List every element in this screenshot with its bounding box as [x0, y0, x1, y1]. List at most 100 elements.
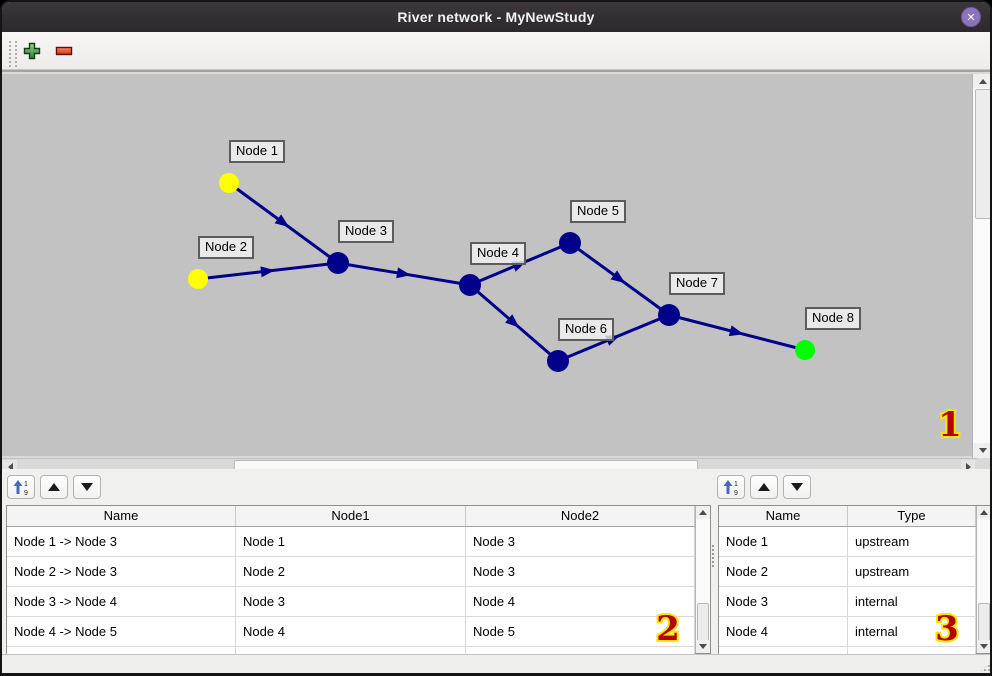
node-label[interactable]: Node 7 [669, 272, 725, 295]
scroll-up-button[interactable] [973, 74, 990, 88]
column-header[interactable]: Name [7, 506, 236, 526]
plus-icon [23, 42, 41, 60]
edge-arrowhead-icon [728, 325, 744, 337]
network-node[interactable] [459, 274, 481, 296]
node-label[interactable]: Node 5 [570, 200, 626, 223]
scroll-down-button[interactable] [973, 443, 990, 458]
table-cell[interactable]: Node 3 [236, 587, 466, 616]
down-arrow-icon [791, 483, 803, 491]
sort-ascending-icon: 1 9 [13, 479, 28, 496]
triangle-down-icon [699, 644, 707, 649]
scroll-down-button[interactable] [977, 640, 990, 653]
scroll-up-button[interactable] [977, 506, 990, 519]
column-header[interactable]: Node1 [236, 506, 466, 526]
table-row [7, 647, 695, 654]
links-sort-button[interactable]: 1 9 [7, 475, 35, 499]
resize-grip[interactable] [979, 660, 990, 673]
table-cell[interactable]: internal [848, 587, 976, 616]
sort-ascending-icon: 1 9 [723, 479, 738, 496]
nodes-move-up-button[interactable] [750, 475, 778, 499]
table-cell[interactable]: Node 4 -> Node 5 [7, 617, 236, 646]
table-cell[interactable]: Node 5 [466, 617, 695, 646]
table-cell[interactable]: Node 1 [236, 527, 466, 556]
links-table-scrollbar[interactable] [695, 506, 710, 653]
node-label[interactable]: Node 2 [198, 236, 254, 259]
vertical-scroll-thumb[interactable] [975, 89, 990, 219]
network-node[interactable] [219, 173, 239, 193]
up-arrow-icon [48, 483, 60, 491]
node-label[interactable]: Node 1 [229, 140, 285, 163]
table-cell[interactable]: upstream [848, 527, 976, 556]
network-node[interactable] [547, 350, 569, 372]
table-cell[interactable]: Node 4 [719, 617, 848, 646]
nodes-table-scrollbar[interactable] [976, 506, 990, 653]
table-cell[interactable]: Node 2 [719, 557, 848, 586]
nodes-move-down-button[interactable] [783, 475, 811, 499]
network-node[interactable] [795, 340, 815, 360]
network-node[interactable] [188, 269, 208, 289]
title-bar: River network - MyNewStudy ✕ [2, 2, 990, 32]
links-move-up-button[interactable] [40, 475, 68, 499]
table-cell[interactable]: Node 1 [719, 527, 848, 556]
triangle-down-icon [980, 644, 988, 649]
edge-arrowhead-icon [396, 267, 411, 279]
svg-text:9: 9 [734, 490, 738, 496]
down-arrow-icon [81, 483, 93, 491]
window-title: River network - MyNewStudy [397, 9, 595, 25]
table-cell[interactable]: Node 4 [466, 587, 695, 616]
canvas-vertical-scrollbar[interactable] [972, 74, 990, 458]
minus-icon [55, 46, 73, 56]
vertical-scroll-thumb[interactable] [978, 603, 990, 645]
remove-node-button[interactable] [53, 40, 75, 62]
network-node[interactable] [658, 304, 680, 326]
toolbar-drag-handle[interactable] [9, 41, 17, 67]
table-cell[interactable]: Node 3 [719, 587, 848, 616]
svg-text:1: 1 [734, 481, 738, 488]
column-header[interactable]: Node2 [466, 506, 695, 526]
scroll-down-button[interactable] [696, 640, 710, 653]
vertical-scroll-thumb[interactable] [697, 603, 709, 645]
links-move-down-button[interactable] [73, 475, 101, 499]
river-network-canvas[interactable]: Node 1 Node 2 Node 3 Node 4 Node 5 Node 6 Node… [2, 74, 972, 456]
node-label[interactable]: Node 3 [338, 220, 394, 243]
table-cell[interactable]: Node 3 [466, 557, 695, 586]
table-cell[interactable]: Node 1 -> Node 3 [7, 527, 236, 556]
svg-text:1: 1 [24, 481, 28, 488]
network-node[interactable] [559, 232, 581, 254]
column-header[interactable]: Type [848, 506, 976, 526]
table-cell[interactable]: internal [848, 617, 976, 646]
table-cell[interactable]: Node 2 -> Node 3 [7, 557, 236, 586]
links-table-header: Name Node1 Node2 [7, 506, 695, 527]
table-cell[interactable]: Node 3 -> Node 4 [7, 587, 236, 616]
close-icon: ✕ [966, 11, 976, 24]
node-label[interactable]: Node 4 [470, 242, 526, 265]
close-button[interactable]: ✕ [961, 7, 981, 27]
nodes-sort-button[interactable]: 1 9 [717, 475, 745, 499]
nodes-table-header: Name Type [719, 506, 976, 527]
add-node-button[interactable] [21, 40, 43, 62]
table-cell[interactable]: Node 3 [466, 527, 695, 556]
network-node[interactable] [327, 252, 349, 274]
scroll-up-button[interactable] [696, 506, 710, 519]
table-cell[interactable]: Node 4 [236, 617, 466, 646]
table-cell[interactable]: upstream [848, 557, 976, 586]
column-header[interactable]: Name [719, 506, 848, 526]
node-label[interactable]: Node 6 [558, 318, 614, 341]
table-cell [466, 647, 695, 654]
node-label[interactable]: Node 8 [805, 307, 861, 330]
table-cell[interactable]: Node 2 [236, 557, 466, 586]
triangle-left-icon [7, 462, 13, 471]
splitter-handle[interactable] [712, 545, 716, 567]
